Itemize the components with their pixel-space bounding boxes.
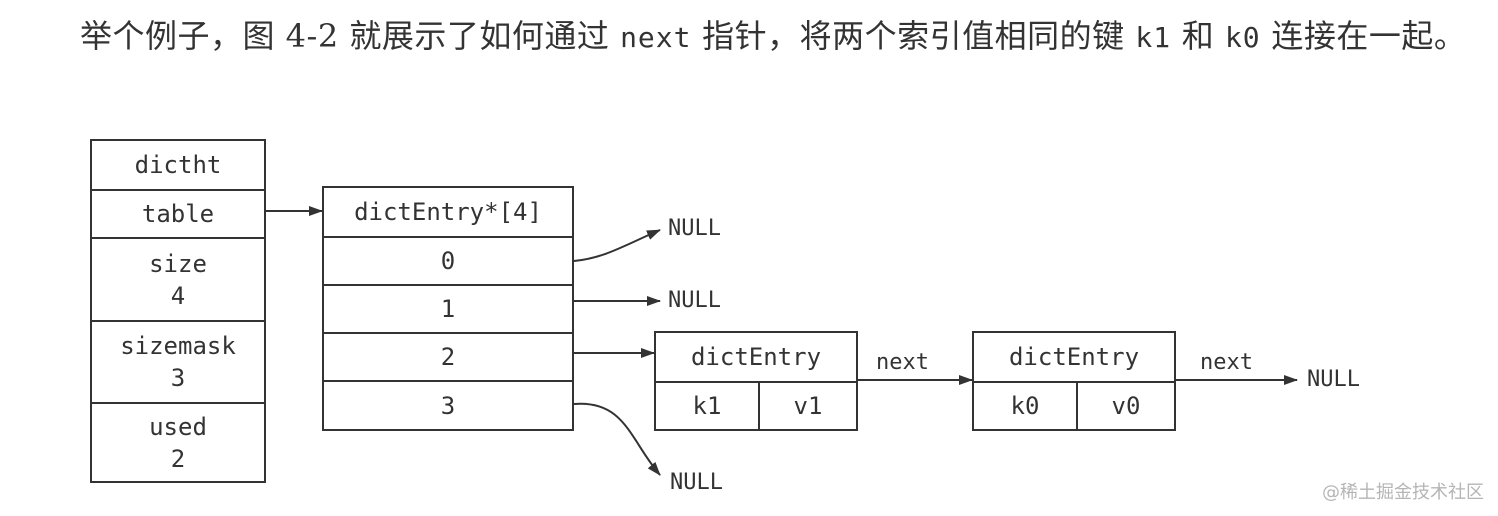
code-next: next xyxy=(620,21,692,54)
arrow-slot3-to-null xyxy=(573,402,661,476)
dictht-used-value: 2 xyxy=(170,444,186,473)
dict-entry-k1-box: dictEntry k1 v1 xyxy=(654,331,858,431)
null-label-slot0: NULL xyxy=(668,216,721,241)
dict-entry-k0-value: v0 xyxy=(1076,383,1174,429)
paragraph-text-2: 指针，将两个索引值相同的键 xyxy=(691,17,1136,55)
table-array-box: dictEntry*[4] 0 1 2 3 xyxy=(322,186,574,431)
dict-entry-k1-title-text: dictEntry xyxy=(690,343,822,371)
dictht-used-field: used 2 xyxy=(92,402,264,481)
table-slot-0: 0 xyxy=(324,236,572,284)
table-slot-1: 1 xyxy=(324,284,572,332)
intro-paragraph: 举个例子，图 4-2 就展示了如何通过 next 指针，将两个索引值相同的键 k… xyxy=(10,4,1480,70)
dict-entry-k1-key-text: k1 xyxy=(692,392,722,420)
table-array-header-text: dictEntry*[4] xyxy=(354,198,542,226)
table-array-header: dictEntry*[4] xyxy=(324,188,572,236)
dictht-title-text: dictht xyxy=(134,151,222,179)
table-slot-0-text: 0 xyxy=(440,247,456,275)
null-label-slot1: NULL xyxy=(668,288,721,313)
dict-entry-k0-title-text: dictEntry xyxy=(1008,343,1140,371)
table-slot-2-text: 2 xyxy=(440,343,456,371)
dictht-sizemask-label: sizemask xyxy=(120,332,236,360)
table-slot-1-text: 1 xyxy=(440,295,456,323)
dictht-sizemask-value: 3 xyxy=(170,364,186,392)
dict-entry-k1-key: k1 xyxy=(656,383,758,429)
dict-entry-k0-key: k0 xyxy=(974,383,1076,429)
dictht-table-field: table xyxy=(92,189,264,237)
table-slot-3-text: 3 xyxy=(440,391,456,420)
dict-entry-k1-kv: k1 v1 xyxy=(656,381,856,429)
dict-entry-k0-kv: k0 v0 xyxy=(974,381,1174,429)
arrow-slot0-to-null xyxy=(573,229,661,262)
null-label-slot3: NULL xyxy=(670,470,723,495)
watermark-text: @稀土掘金技术社区 xyxy=(1322,482,1484,503)
code-k1: k1 xyxy=(1135,21,1172,54)
code-k0: k0 xyxy=(1224,21,1261,54)
table-slot-3: 3 xyxy=(324,380,572,429)
table-slot-2: 2 xyxy=(324,332,572,380)
next-label-k1: next xyxy=(876,350,929,375)
dictht-table-text: table xyxy=(141,200,215,228)
dict-entry-k0-box: dictEntry k0 v0 xyxy=(972,331,1176,431)
dict-entry-k0-key-text: k0 xyxy=(1010,392,1040,420)
paragraph-text-4: 连接在一起。 xyxy=(1260,17,1467,55)
dictht-size-field: size 4 xyxy=(92,237,264,320)
dictht-sizemask-field: sizemask 3 xyxy=(92,320,264,402)
dictht-used-label: used xyxy=(149,412,207,441)
dictht-size-value: 4 xyxy=(170,281,186,310)
dict-entry-k1-value: v1 xyxy=(758,383,856,429)
dict-entry-k1-title: dictEntry xyxy=(656,333,856,381)
dictht-title: dictht xyxy=(92,141,264,189)
next-label-k0: next xyxy=(1200,350,1253,375)
dictht-box: dictht table size 4 sizemask 3 used 2 xyxy=(90,139,266,483)
dict-entry-k0-title: dictEntry xyxy=(974,333,1174,381)
dict-entry-k1-value-text: v1 xyxy=(793,392,823,420)
paragraph-text-1: 举个例子，图 4-2 就展示了如何通过 xyxy=(80,17,621,55)
paragraph-text-3: 和 xyxy=(1171,17,1225,55)
dict-entry-k0-value-text: v0 xyxy=(1111,392,1141,420)
null-label-k0-next: NULL xyxy=(1307,367,1360,392)
dictht-size-label: size xyxy=(149,249,207,278)
